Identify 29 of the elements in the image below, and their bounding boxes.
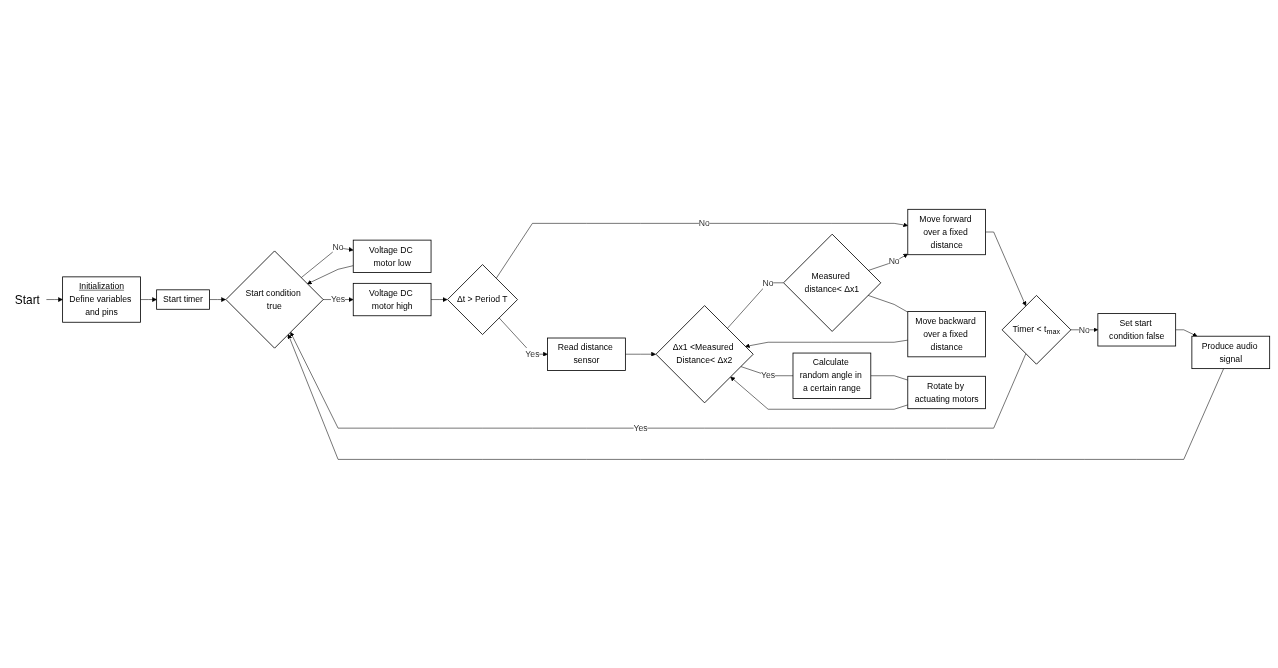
node-diamond: Δx1 <Measured Distance< Δx2 [655,304,754,403]
edge-label: Yes [633,422,648,433]
node-diamond: Start condition true [225,250,324,349]
edge-label: No [698,218,710,228]
node-text: Start [14,292,40,306]
edge-label: No [888,256,900,266]
node-diamond: Timer < t$_{max}$ [1001,294,1072,365]
connector [870,375,909,380]
node-box: Calculate random angle in a certain range [792,352,872,399]
connector [867,294,909,313]
node-box: Move backward over a fixed distance [907,310,986,357]
node-box: Move forward over a fixed distance [907,208,986,255]
edge-label: Yes [525,348,540,359]
node-diamond: Δt > Period T [447,263,518,335]
node-box: Set start condition false [1097,312,1177,347]
node-box: Voltage DC motor high [352,282,432,316]
node-box: Voltage DC motor low [352,239,432,273]
node-box: Start timer [156,289,210,310]
edge-label: No [332,242,344,252]
edge-label: Yes [761,370,776,380]
node-box: Produce audio signal [1191,335,1271,369]
node-box: Rotate by actuating motors [907,375,986,409]
node-box: Initialization Define variables and pins [62,276,141,323]
edge-label: No [1078,324,1090,334]
node-box: Read distance sensor [547,337,626,371]
edge-label: No [762,277,774,287]
connector [727,282,784,329]
edge-label: Yes [331,294,346,304]
node-diamond: Measured distance< Δx1 [783,233,882,332]
